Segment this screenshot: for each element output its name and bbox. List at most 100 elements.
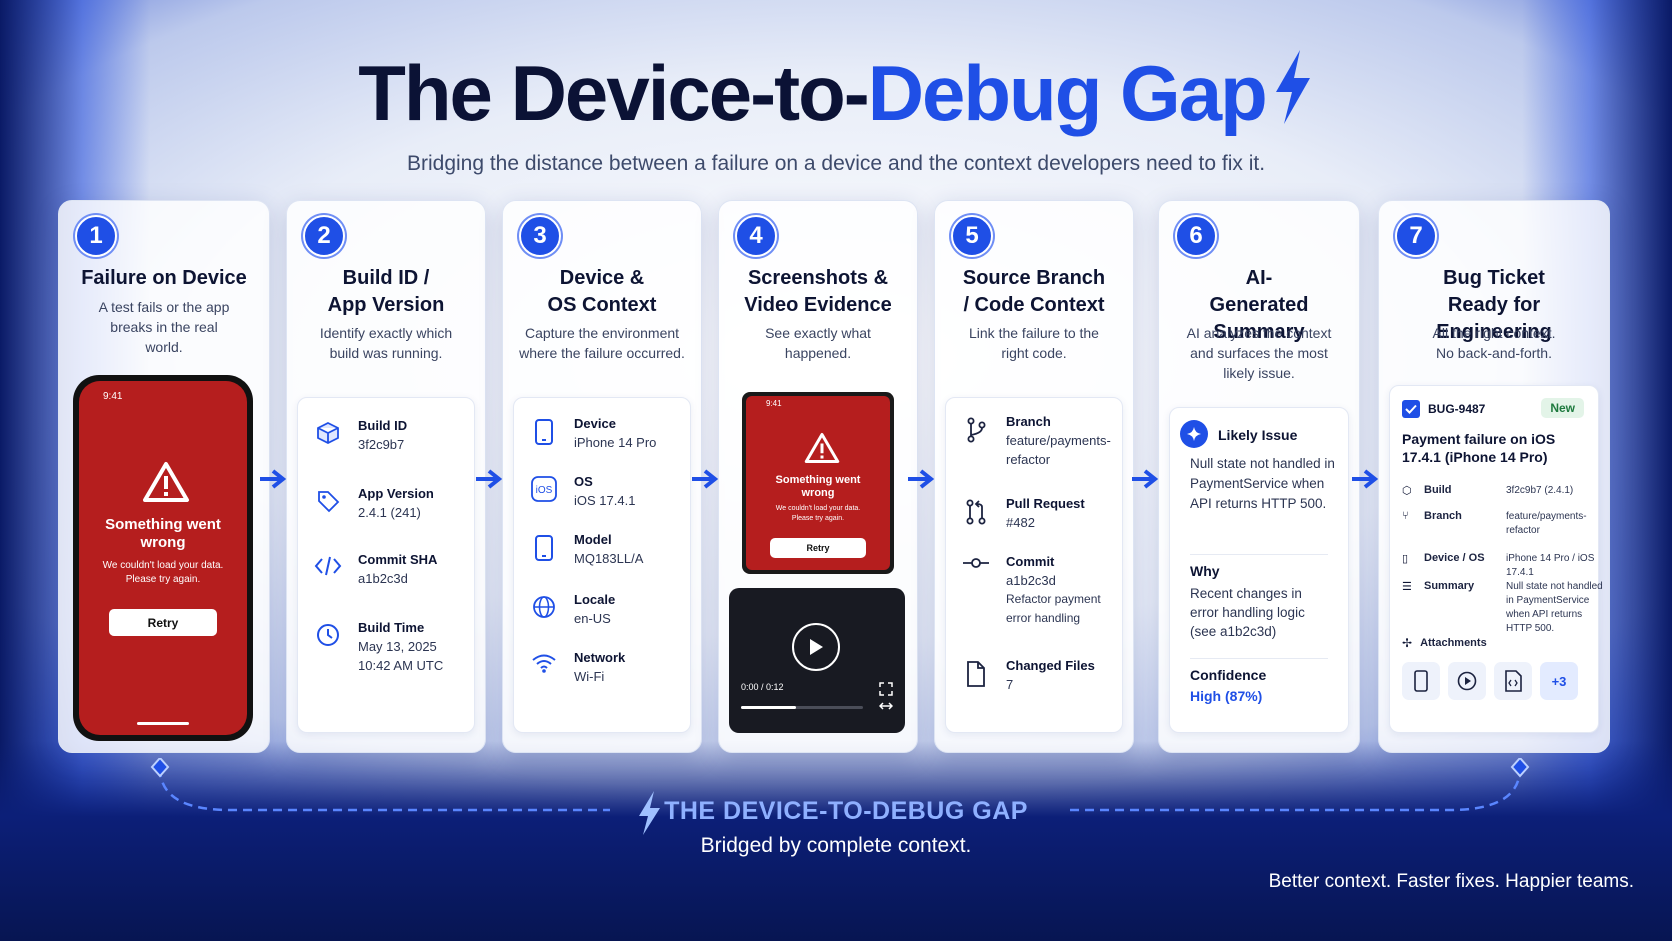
video-time: 0:00 / 0:12 bbox=[741, 682, 784, 692]
arrow-right-icon bbox=[260, 469, 287, 489]
step-title: Screenshots & Video Evidence bbox=[744, 267, 892, 316]
video-progress-bar[interactable] bbox=[741, 706, 863, 709]
checkbox-icon bbox=[1402, 400, 1420, 418]
why-label: Why bbox=[1190, 563, 1220, 579]
file-icon bbox=[967, 661, 985, 687]
likely-issue-text: Null state not handled in PaymentService… bbox=[1190, 456, 1335, 511]
step-card-1: 1 Failure on Device A test fails or the … bbox=[58, 200, 270, 753]
pull-request-row: Pull Request#482 bbox=[960, 494, 1112, 532]
globe-icon bbox=[533, 596, 555, 618]
step-card-5: 5 Source Branch / Code Context Link the … bbox=[934, 200, 1134, 753]
step-description: All the right context. No back-and-forth… bbox=[1432, 325, 1556, 361]
step-description: AI analyzes the context and surfaces the… bbox=[1186, 325, 1332, 381]
why-text: Recent changes in error handling logic (… bbox=[1190, 586, 1305, 639]
step-title: Device & OS Context bbox=[547, 267, 657, 316]
attachment-video[interactable] bbox=[1448, 662, 1486, 700]
pull-request-icon bbox=[966, 499, 986, 525]
ticket-branch-row: ⑂ Branch feature/payments-refactor bbox=[1402, 510, 1587, 536]
expand-arrows-icon bbox=[879, 702, 893, 710]
tag-icon bbox=[318, 491, 340, 513]
error-title: Something went wrong bbox=[105, 516, 221, 551]
step-number: 1 bbox=[75, 215, 117, 257]
step-card-7: 7 Bug Ticket Ready for Engineering All t… bbox=[1378, 200, 1610, 753]
phone-icon bbox=[535, 419, 553, 445]
bridge-path bbox=[150, 758, 1530, 812]
step-description: A test fails or the app breaks in the re… bbox=[98, 299, 230, 355]
play-button[interactable] bbox=[792, 623, 840, 671]
paperclip-icon: ✢ bbox=[1402, 636, 1413, 650]
code-icon bbox=[314, 556, 342, 576]
arrow-right-icon bbox=[908, 469, 935, 489]
attachment-screenshot[interactable] bbox=[1402, 662, 1440, 700]
list-icon: ☰ bbox=[1402, 581, 1412, 593]
cube-icon: ⬡ bbox=[1402, 485, 1412, 497]
screenshot-evidence: 9:41 Something went wrong We couldn't lo… bbox=[742, 392, 894, 574]
video-player: 0:00 / 0:12 bbox=[729, 588, 905, 733]
ticket-device-row: ▯ Device / OS iPhone 14 Pro / iOS 17.4.1 bbox=[1402, 552, 1595, 578]
bug-ticket[interactable]: BUG-9487 New Payment failure on iOS 17.4… bbox=[1389, 385, 1603, 733]
status-time: 9:41 bbox=[103, 391, 123, 402]
step-card-3: 3 Device & OS Context Capture the enviro… bbox=[502, 200, 702, 753]
phone-mockup: 9:41 Something went wrong We couldn't lo… bbox=[73, 375, 253, 741]
play-icon bbox=[810, 639, 823, 655]
confidence-label: Confidence bbox=[1190, 667, 1267, 683]
step-description: Identify exactly which build was running… bbox=[319, 325, 453, 361]
step-title: Failure on Device bbox=[81, 267, 247, 289]
commit-icon bbox=[963, 558, 989, 568]
likely-issue-label: Likely Issue bbox=[1218, 427, 1298, 443]
divider bbox=[1190, 658, 1328, 659]
clock-icon bbox=[317, 624, 339, 646]
step-number: 2 bbox=[303, 215, 345, 257]
confidence-value: High (87%) bbox=[1190, 688, 1263, 704]
phone-icon bbox=[535, 535, 553, 561]
wifi-icon bbox=[532, 654, 556, 673]
phone-icon bbox=[1414, 670, 1428, 692]
step-title: Build ID / App Version bbox=[327, 267, 445, 316]
divider bbox=[1190, 554, 1328, 555]
code-file-icon bbox=[1505, 670, 1522, 692]
ai-summary-panel: Likely Issue Null state not handled in P… bbox=[1169, 407, 1349, 733]
retry-button[interactable]: Retry bbox=[109, 609, 217, 636]
ticket-build-row: ⬡ Build 3f2c9b7 (2.4.1) bbox=[1402, 484, 1574, 497]
arrow-right-icon bbox=[1352, 469, 1379, 489]
step-description: Capture the environment where the failur… bbox=[519, 325, 685, 361]
retry-button[interactable]: Retry bbox=[770, 538, 866, 558]
home-indicator bbox=[137, 722, 189, 725]
gap-subtitle: Bridged by complete context. bbox=[700, 834, 972, 857]
ios-icon: iOS bbox=[531, 476, 557, 502]
warning-icon bbox=[804, 433, 840, 463]
branch-icon: ⑂ bbox=[1402, 510, 1409, 522]
ticket-title: Payment failure on iOS 17.4.1 (iPhone 14… bbox=[1402, 431, 1556, 465]
attachment-more[interactable]: +3 bbox=[1540, 662, 1578, 700]
floor-background bbox=[0, 741, 1672, 941]
page-title: The Device-to-Debug Gap bbox=[0, 48, 1672, 139]
cube-icon bbox=[317, 421, 339, 445]
step-number: 5 bbox=[951, 215, 993, 257]
arrow-right-icon bbox=[476, 469, 503, 489]
fullscreen-icon bbox=[879, 682, 893, 696]
step-title: AI-Generated Summary bbox=[1209, 267, 1309, 343]
step-card-2: 2 Build ID / App Version Identify exactl… bbox=[286, 200, 486, 753]
step-number: 7 bbox=[1395, 215, 1437, 257]
step-card-6: 6 AI-Generated Summary AI analyzes the c… bbox=[1158, 200, 1360, 753]
ticket-summary-row: ☰ Summary Null state not handled in Paym… bbox=[1402, 580, 1603, 634]
attachment-code[interactable] bbox=[1494, 662, 1532, 700]
warning-icon bbox=[143, 462, 189, 502]
lightning-icon bbox=[639, 791, 660, 835]
gap-title: THE DEVICE-TO-DEBUG GAP bbox=[664, 797, 1028, 825]
phone-icon: ▯ bbox=[1402, 553, 1409, 565]
status-badge: New bbox=[1541, 398, 1584, 418]
lightning-icon bbox=[1275, 50, 1310, 124]
arrow-right-icon bbox=[1132, 469, 1159, 489]
step-number: 6 bbox=[1175, 215, 1217, 257]
arrow-right-icon bbox=[692, 469, 719, 489]
